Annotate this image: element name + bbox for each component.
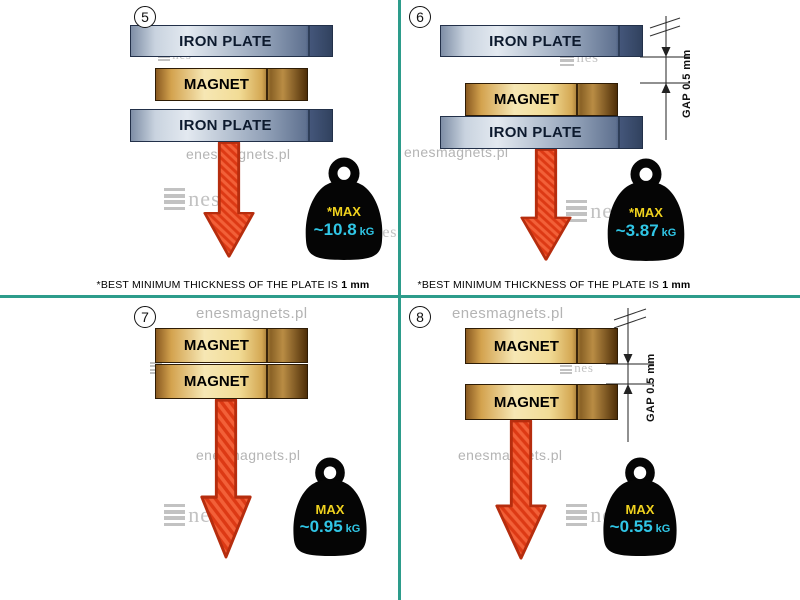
footnote: *BEST MINIMUM THICKNESS OF THE PLATE IS … [354, 279, 754, 291]
kettlebell-icon [305, 157, 383, 260]
magnet-bar: MAGNET [465, 384, 618, 420]
iron-plate-bar: IRON PLATE [130, 109, 333, 142]
footnote-text: *BEST MINIMUM THICKNESS OF THE PLATE IS [417, 279, 660, 291]
gap-dimension [640, 16, 690, 140]
enes-logo-e-icon [566, 200, 587, 222]
enes-logo: nes [164, 186, 221, 212]
enes-logo-e-icon [164, 188, 185, 210]
weight-max-label: *MAX [629, 204, 663, 220]
weight-max-label: MAX [625, 501, 655, 517]
panel-7-number: 7 [134, 306, 156, 328]
magnet-bar: MAGNET [465, 328, 618, 364]
iron-plate-label: IRON PLATE [489, 32, 582, 50]
magnet-label: MAGNET [493, 337, 559, 355]
pull-force-arrow [203, 141, 255, 258]
panel-5-number: 5 [134, 6, 156, 28]
weight-max-label: MAX [315, 501, 345, 517]
enes-logo-e-icon [566, 504, 587, 526]
magnet-bar: MAGNET [155, 364, 308, 399]
footnote-text: *BEST MINIMUM THICKNESS OF THE PLATE IS [96, 279, 339, 291]
weight-number: ~0.55 [609, 517, 653, 537]
gap-label: GAP 0.5 mm [645, 353, 657, 423]
kettlebell-icon [293, 457, 367, 557]
magnet-bar: MAGNET [155, 328, 308, 363]
weight-unit: kG [655, 523, 671, 536]
weight-unit: kG [359, 225, 375, 238]
magnet-label: MAGNET [493, 393, 559, 411]
panel-6-number: 6 [409, 6, 431, 28]
footnote: *BEST MINIMUM THICKNESS OF THE PLATE IS … [33, 279, 433, 291]
kettlebell-icon [607, 158, 685, 261]
footnote-bold: 1 mm [662, 279, 691, 291]
weight-unit: kG [661, 226, 677, 239]
magnet-bar: MAGNET [155, 68, 308, 101]
magnet-label: MAGNET [183, 337, 249, 354]
iron-plate-label: IRON PLATE [489, 124, 582, 141]
weight-max-label: *MAX [327, 203, 361, 219]
magnet-label: MAGNET [183, 76, 249, 93]
divider-horizontal [0, 295, 800, 298]
iron-plate-bar: IRON PLATE [440, 25, 643, 57]
iron-plate-label: IRON PLATE [179, 117, 272, 134]
gap-label: GAP 0.5 mm [681, 49, 693, 119]
weight-number: ~10.8 [313, 219, 357, 239]
enes-logo-e-icon [164, 504, 185, 526]
magnet-bar: MAGNET [465, 83, 618, 116]
enes-logo-text: nes [188, 186, 221, 211]
magnet-label: MAGNET [493, 91, 559, 108]
gap-dimension [606, 308, 654, 442]
kettlebell-icon [603, 457, 677, 557]
iron-plate-bar: IRON PLATE [440, 116, 643, 149]
weight-number: ~3.87 [615, 220, 659, 240]
pull-force-arrow [495, 419, 547, 560]
pull-force-arrow [200, 398, 252, 559]
footnote-bold: 1 mm [341, 279, 370, 291]
weight-unit: kG [345, 523, 361, 536]
divider-vertical [398, 0, 401, 600]
iron-plate-label: IRON PLATE [179, 32, 272, 50]
weight-number: ~0.95 [299, 517, 343, 537]
panel-8-number: 8 [409, 306, 431, 328]
iron-plate-bar: IRON PLATE [130, 25, 333, 57]
watermark-site: enesmagnets.pl [196, 305, 308, 322]
watermark-site: enesmagnets.pl [452, 305, 564, 322]
magnet-label: MAGNET [183, 373, 249, 390]
pull-force-arrow [520, 148, 572, 261]
